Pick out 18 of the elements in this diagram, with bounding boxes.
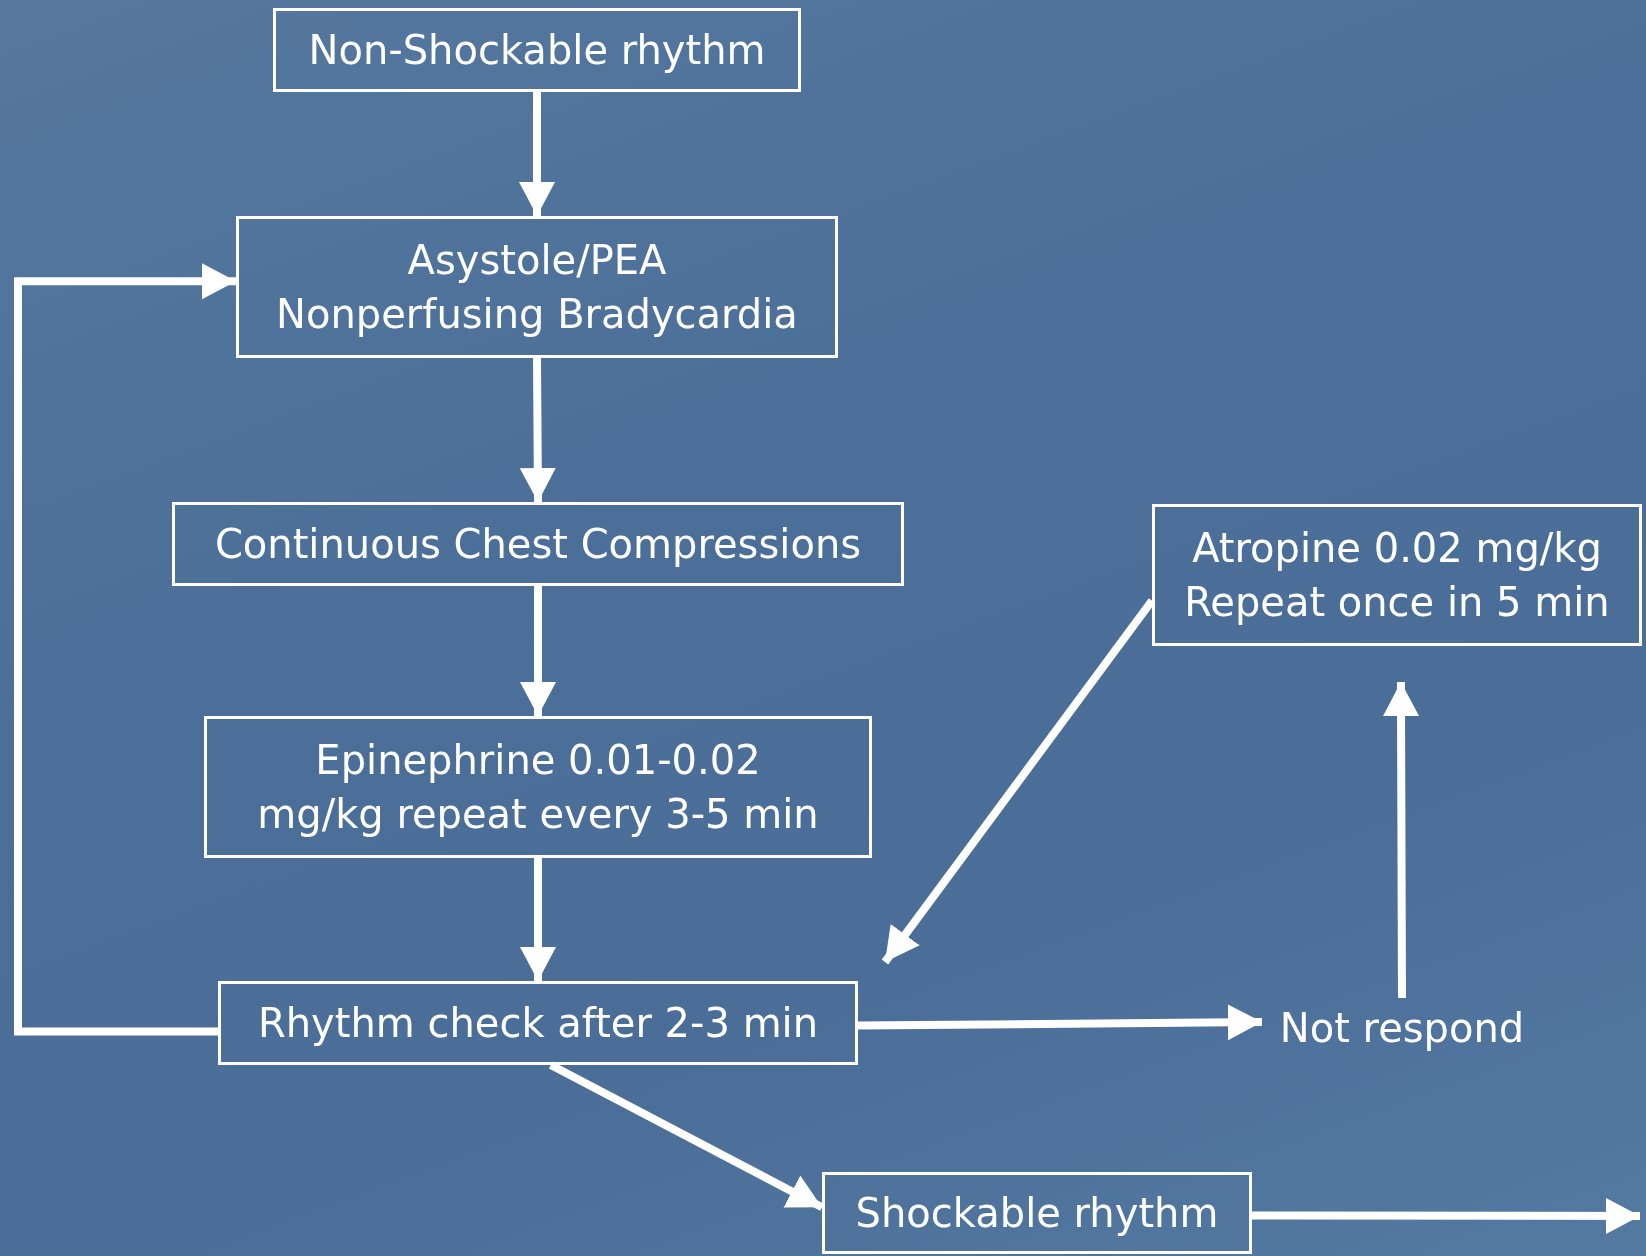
process-box — [204, 716, 872, 858]
node-label: Continuous Chest Compressions — [214, 520, 862, 569]
node-label: Non-Shockable rhythm — [308, 26, 766, 75]
process-box — [172, 502, 904, 586]
node-label: Asystole/PEA Nonperfusing Bradycardia — [275, 236, 799, 339]
process-box — [1152, 504, 1642, 646]
node-label: Epinephrine 0.01-0.02 mg/kg repeat every 3-5 min — [256, 736, 820, 839]
process-box — [273, 8, 801, 92]
process-box — [218, 981, 858, 1065]
arrow — [857, 1004, 1263, 1041]
node-label: Rhythm check after 2-3 min — [257, 999, 819, 1048]
arrow — [519, 357, 556, 503]
process-box — [236, 216, 838, 358]
arrow — [14, 263, 236, 1036]
node-label: Not respond — [1279, 1004, 1525, 1053]
process-box — [822, 1172, 1252, 1254]
node-label: Shockable rhythm — [855, 1189, 1219, 1238]
node-label: Atropine 0.02 mg/kg Repeat once in 5 min — [1183, 524, 1611, 627]
